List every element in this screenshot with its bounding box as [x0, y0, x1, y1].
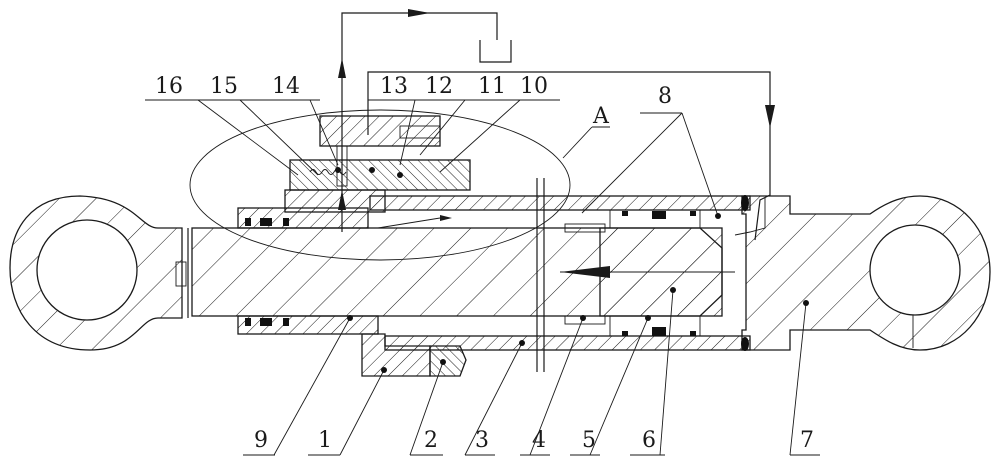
callout-10: 10 — [520, 74, 548, 99]
callout-3: 3 — [475, 428, 489, 453]
left-eye-end — [9, 195, 187, 351]
callout-7: 7 — [800, 428, 814, 453]
callout-15: 15 — [210, 74, 238, 99]
guide-ring-top — [564, 223, 606, 233]
callout-13: 13 — [380, 74, 408, 99]
bottom-callouts: 9 1 2 3 4 5 6 7 — [243, 287, 820, 456]
flow-arrow-icon — [408, 9, 430, 17]
callout-16: 16 — [155, 74, 183, 99]
callout-6: 6 — [642, 428, 656, 453]
callout-9: 9 — [254, 428, 268, 453]
callout-12: 12 — [425, 74, 453, 99]
part-2-nut — [429, 345, 467, 377]
flow-down-arrow-icon — [765, 105, 775, 128]
seal-carrier-top — [609, 209, 701, 229]
callout-1: 1 — [318, 428, 332, 453]
callout-14: 14 — [272, 74, 300, 99]
right-eye-end — [741, 195, 991, 351]
tank-symbol — [479, 40, 512, 63]
callout-4: 4 — [532, 428, 546, 453]
detail-label-a: A — [592, 104, 610, 129]
flow-up-arrow-icon — [338, 58, 346, 78]
top-callouts: 16 15 14 13 12 11 10 — [145, 74, 560, 176]
callout-8: 8 — [658, 84, 672, 109]
callout-2: 2 — [424, 428, 438, 453]
callout-11: 11 — [478, 74, 506, 99]
valve-block — [237, 115, 471, 377]
cylinder-barrel-top — [369, 195, 751, 211]
callout-5: 5 — [582, 428, 596, 453]
